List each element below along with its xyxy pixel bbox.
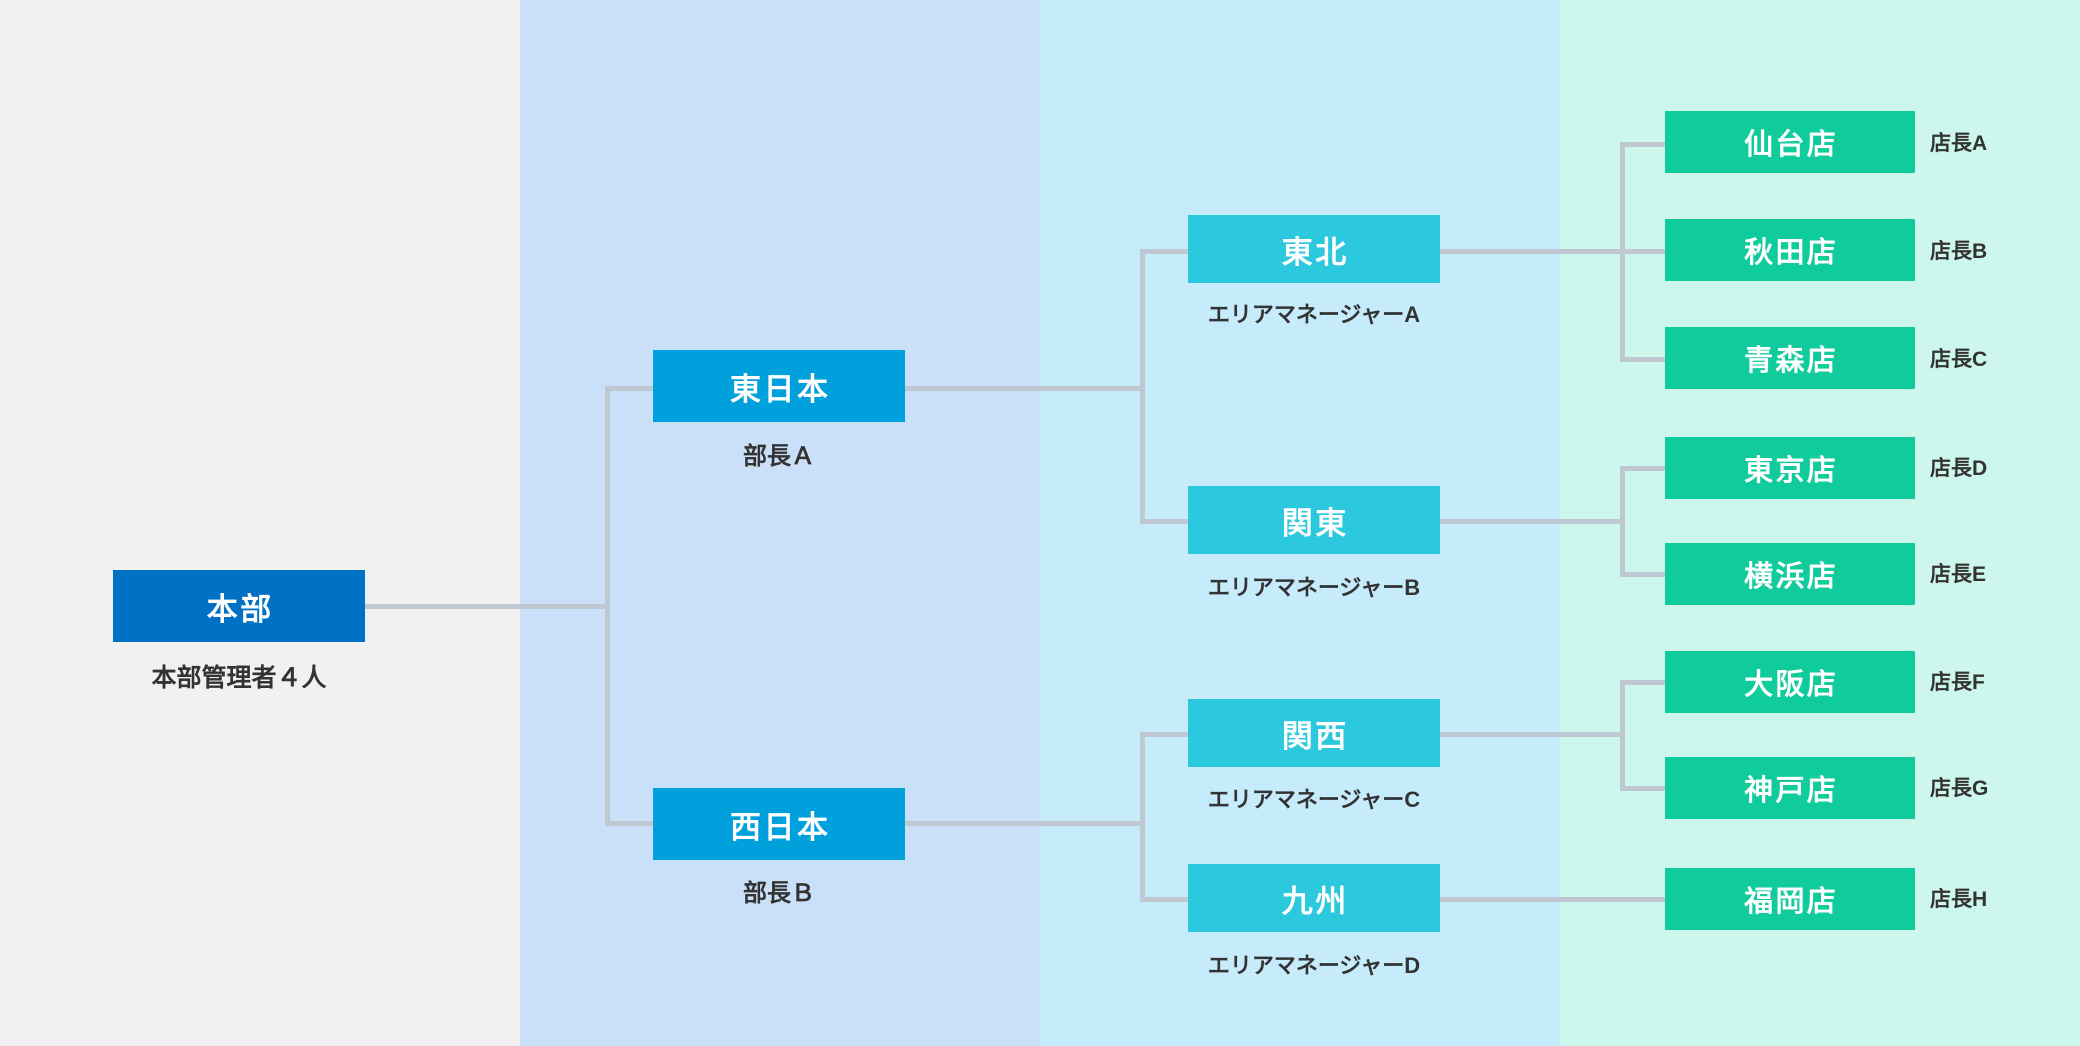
node-headquarters[interactable]: 本部 [113, 570, 365, 642]
node-store-akita[interactable]: 秋田店 [1665, 219, 1915, 281]
caption-area-kanto: エリアマネージャーB [1207, 575, 1421, 600]
node-division-east[interactable]: 東日本 [653, 350, 905, 422]
caption-store-sendai: 店長A [1930, 132, 1988, 155]
connector-branch-kansai [1140, 732, 1190, 737]
connector-kanto-trunk [1620, 466, 1625, 577]
connector-divisions-trunk [605, 386, 610, 826]
node-store-kobe[interactable]: 神戸店 [1665, 757, 1915, 819]
connector-kansai-stub [1440, 732, 1625, 737]
caption-division-west: 部長Ｂ [743, 880, 815, 907]
node-area-kyushu[interactable]: 九州 [1188, 864, 1440, 932]
caption-store-tokyo: 店長D [1930, 457, 1988, 480]
node-store-yokohama[interactable]: 横浜店 [1665, 543, 1915, 605]
node-store-osaka[interactable]: 大阪店 [1665, 651, 1915, 713]
caption-store-osaka: 店長F [1930, 671, 1985, 694]
connector-west-trunk [1140, 732, 1145, 901]
caption-store-kobe: 店長G [1930, 777, 1989, 800]
caption-store-yokohama: 店長E [1930, 563, 1987, 586]
connector-store-kobe [1620, 786, 1665, 791]
connector-kanto-stub [1440, 519, 1625, 524]
caption-store-fukuoka: 店長H [1930, 888, 1988, 911]
connector-root-stub [365, 604, 610, 609]
connector-branch-kanto [1140, 519, 1190, 524]
node-store-sendai[interactable]: 仙台店 [1665, 111, 1915, 173]
connector-store-sendai [1620, 142, 1665, 147]
connector-kyushu-stub [1440, 897, 1665, 902]
connector-store-aomori [1620, 357, 1665, 362]
node-area-kansai[interactable]: 関西 [1188, 699, 1440, 767]
band-headquarters [0, 0, 520, 1046]
caption-area-kansai: エリアマネージャーC [1207, 787, 1421, 812]
caption-area-kyushu: エリアマネージャーD [1207, 953, 1421, 978]
connector-kansai-trunk [1620, 680, 1625, 791]
connector-west-stub [905, 821, 1145, 826]
node-area-kanto[interactable]: 関東 [1188, 486, 1440, 554]
connector-branch-east [605, 386, 675, 391]
caption-division-east: 部長Ａ [743, 443, 815, 470]
caption-store-aomori: 店長C [1930, 348, 1988, 371]
node-store-aomori[interactable]: 青森店 [1665, 327, 1915, 389]
connector-branch-tohoku [1140, 249, 1190, 254]
node-store-fukuoka[interactable]: 福岡店 [1665, 868, 1915, 930]
connector-branch-west [605, 821, 675, 826]
connector-store-osaka [1620, 680, 1665, 685]
caption-store-akita: 店長B [1930, 240, 1988, 263]
caption-area-tohoku: エリアマネージャーA [1207, 302, 1421, 327]
connector-branch-kyushu [1140, 897, 1190, 902]
connector-store-tokyo [1620, 466, 1665, 471]
connector-store-yokohama [1620, 572, 1665, 577]
node-area-tohoku[interactable]: 東北 [1188, 215, 1440, 283]
node-store-tokyo[interactable]: 東京店 [1665, 437, 1915, 499]
connector-east-trunk [1140, 249, 1145, 524]
caption-headquarters: 本部管理者４人 [151, 664, 327, 692]
connector-store-akita [1620, 249, 1665, 254]
connector-tohoku-stub [1440, 249, 1625, 254]
node-division-west[interactable]: 西日本 [653, 788, 905, 860]
connector-east-stub [905, 386, 1145, 391]
